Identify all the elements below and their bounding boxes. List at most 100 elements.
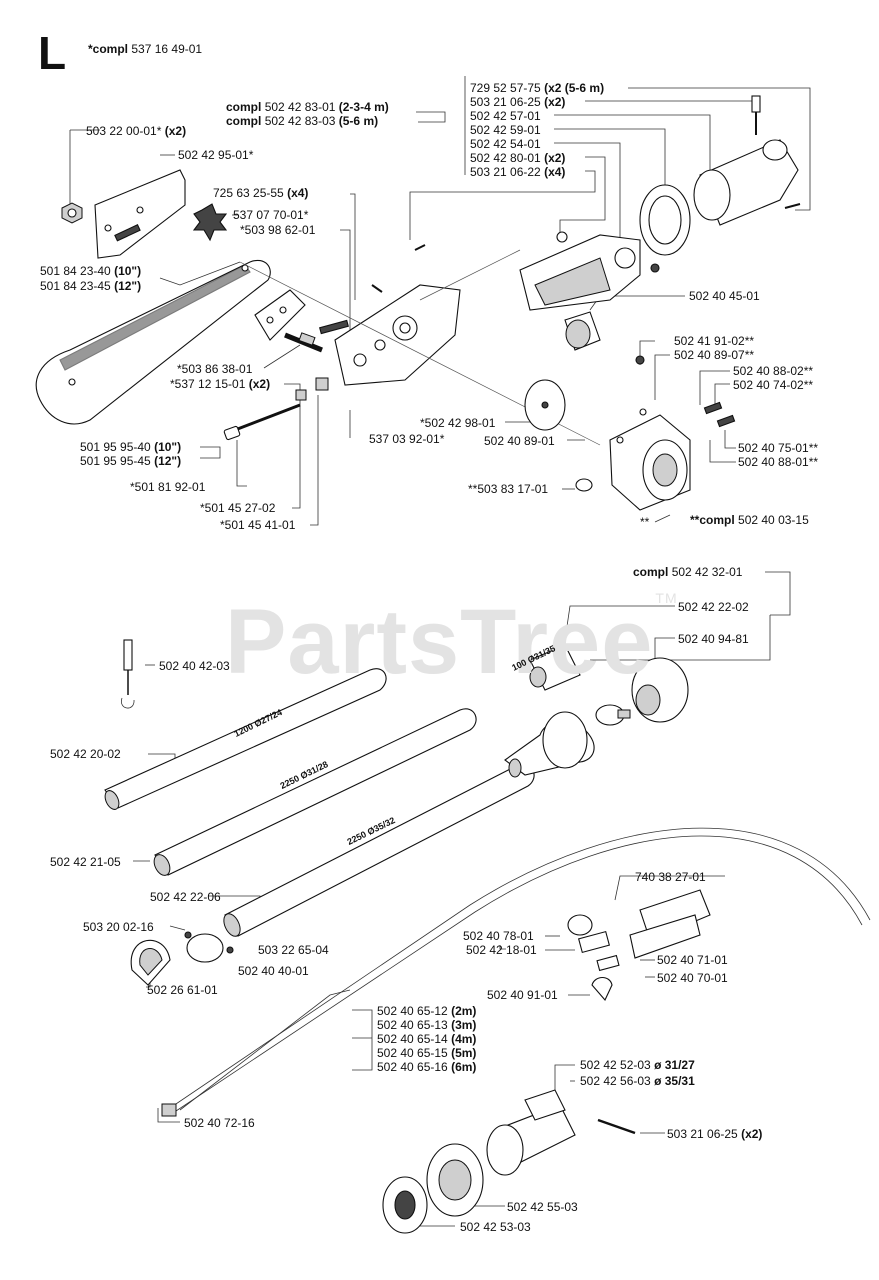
part-number: 740 38 27-01 <box>635 870 706 884</box>
part-number: 502 26 61-01 <box>147 983 218 997</box>
part-number-label: *501 81 92-01 <box>130 480 205 494</box>
part-number-label: 502 40 65-13 (3m) <box>377 1018 476 1032</box>
part-number-label: 502 40 75-01** <box>738 441 818 455</box>
quantity-note: (x2) <box>544 151 566 165</box>
quantity-note: (4m) <box>451 1032 477 1046</box>
header-compl-label: *compl 537 16 49-01 <box>88 42 203 56</box>
quantity-note: (2m) <box>451 1004 477 1018</box>
cap-cone <box>631 657 689 723</box>
part-number: 502 40 45-01 <box>689 289 760 303</box>
quantity-note: ø 31/27 <box>654 1058 695 1072</box>
part-number: 502 40 65-13 <box>377 1018 448 1032</box>
part-number: 502 40 65-14 <box>377 1032 448 1046</box>
part-number: 502 42 21-05 <box>50 855 121 869</box>
section-letter: L <box>38 27 67 79</box>
part-number: 502 42 54-01 <box>470 137 541 151</box>
part-number: 502 40 75-01** <box>738 441 819 455</box>
compl-prefix: compl <box>633 565 669 579</box>
part-number-label: 503 22 65-04 <box>258 943 329 957</box>
part-number: 502 40 70-01 <box>657 971 728 985</box>
part-number: 502 42 52-03 <box>580 1058 651 1072</box>
part-number: 503 22 00-01* <box>86 124 162 138</box>
quantity-note: (x2) <box>164 124 187 138</box>
part-number: 501 95 95-40 <box>80 440 151 454</box>
part-number: *501 45 41-01 <box>220 518 296 532</box>
part-number-label: **503 83 17-01 <box>468 482 548 496</box>
part-number: 503 22 65-04 <box>258 943 329 957</box>
tube-2250-35 <box>223 763 535 937</box>
quantity-note: (12") <box>114 279 142 293</box>
part-number: 502 40 74-02** <box>733 378 814 392</box>
part-number: 502 40 89-01 <box>484 434 555 448</box>
bottom-coupling <box>382 1089 636 1234</box>
part-number-label: 502 41 91-02** <box>674 334 754 348</box>
part-number: 502 42 59-01 <box>470 123 541 137</box>
part-number: 503 21 06-22 <box>470 165 541 179</box>
part-number: 502 42 95-01* <box>178 148 254 162</box>
part-number-label: 502 42 55-03 <box>507 1200 578 1214</box>
part-number-label: 502 42 53-03 <box>460 1220 531 1234</box>
quantity-note: (10") <box>154 440 182 454</box>
part-number-label: 503 21 06-22 (x4) <box>470 165 565 179</box>
part-number-label: 503 20 02-16 <box>83 920 154 934</box>
part-number-label: ** <box>640 515 649 529</box>
part-number-label: 502 40 74-02** <box>733 378 813 392</box>
part-number: 502 40 72-16 <box>184 1116 255 1130</box>
drive-cable <box>161 827 871 1117</box>
part-number-label: 502 40 88-02** <box>733 364 813 378</box>
part-number-label: 502 40 78-01 <box>463 929 534 943</box>
part-number: 502 40 65-15 <box>377 1046 448 1060</box>
guide-bar <box>35 260 271 425</box>
part-number-label: 502 40 65-12 (2m) <box>377 1004 476 1018</box>
part-number-label: 729 52 57-75 (x2 (5-6 m) <box>470 81 604 95</box>
adjust-screw <box>284 319 349 353</box>
quantity-note: ø 35/31 <box>654 1074 695 1088</box>
part-number-label: *537 12 15-01 (x2) <box>170 377 270 391</box>
quantity-note: (2-3-4 m) <box>338 100 389 114</box>
quantity-note: (6m) <box>451 1060 477 1074</box>
bracket-assembly <box>519 231 660 311</box>
part-number-label: *503 98 62-01 <box>240 223 315 237</box>
part-number-label: 502 42 20-02 <box>50 747 121 761</box>
part-number: 502 42 32-01 <box>671 565 743 579</box>
compl-prefix: compl <box>226 100 262 114</box>
part-number: 502 40 65-12 <box>377 1004 448 1018</box>
part-number: *537 12 15-01 <box>170 377 246 391</box>
part-number-label: 503 22 00-01* (x2) <box>86 124 186 138</box>
part-number: 502 40 88-02** <box>733 364 814 378</box>
part-number-label: 502 26 61-01 <box>147 983 218 997</box>
part-number-label: 502 40 65-14 (4m) <box>377 1032 476 1046</box>
hose-clamp <box>595 704 631 726</box>
part-number-label: 502 40 89-07** <box>674 348 754 362</box>
part-number: 502 42 55-03 <box>507 1200 578 1214</box>
part-number-label: 502 42 22-06 <box>150 890 221 904</box>
part-number: 502 42 22-06 <box>150 890 221 904</box>
quantity-note: (3m) <box>451 1018 477 1032</box>
part-number-label: 502 40 65-15 (5m) <box>377 1046 476 1060</box>
part-number-label: 502 40 94-81 <box>678 632 749 646</box>
part-number: *503 98 62-01 <box>240 223 316 237</box>
quantity-note: (x2 (5-6 m) <box>544 81 605 95</box>
part-number: 502 42 83-03 <box>264 114 336 128</box>
part-number: *503 86 38-01 <box>177 362 253 376</box>
tube-adapter <box>693 95 801 226</box>
part-number: 503 21 06-25 <box>667 1127 738 1141</box>
part-number-label: 502 42 21-05 <box>50 855 121 869</box>
part-number: 502 40 40-01 <box>238 964 309 978</box>
part-number-label: 503 21 06-25 (x2) <box>470 95 565 109</box>
short-tube <box>529 644 581 691</box>
part-number: 502 40 71-01 <box>657 953 728 967</box>
bushing <box>564 311 601 351</box>
cable-end-fittings <box>567 889 711 1002</box>
part-number-label: 502 42 18-01 <box>466 943 537 957</box>
part-number-label: 502 42 56-03 ø 35/31 <box>580 1074 695 1088</box>
part-number: *502 42 98-01 <box>420 416 496 430</box>
part-number-label: *502 42 98-01 <box>420 416 495 430</box>
part-number-label: 502 42 52-03 ø 31/27 <box>580 1058 695 1072</box>
part-number: 729 52 57-75 <box>470 81 541 95</box>
disk-plate <box>524 379 566 431</box>
part-number-label: 502 40 45-01 <box>689 289 760 303</box>
part-number: 502 42 57-01 <box>470 109 541 123</box>
part-number-label: 502 40 72-16 <box>184 1116 255 1130</box>
